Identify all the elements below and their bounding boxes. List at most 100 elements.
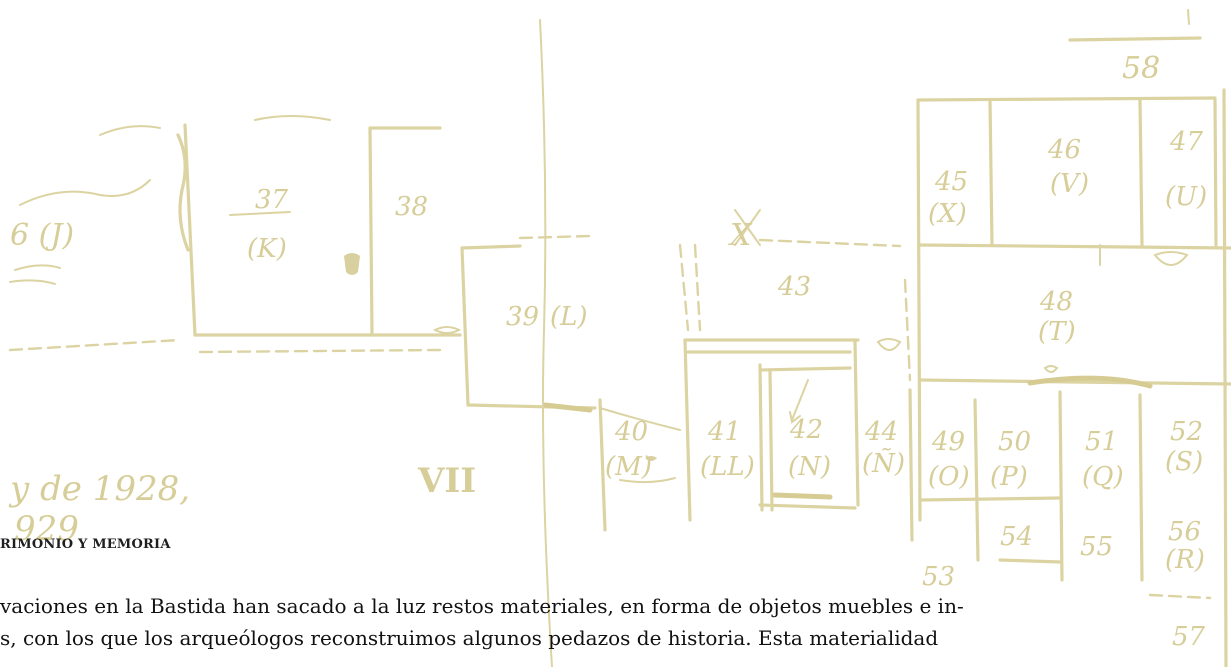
room-label: 51 bbox=[1085, 427, 1118, 457]
sketch-stroke bbox=[1068, 36, 1202, 42]
sketch-stroke bbox=[1138, 98, 1144, 247]
sketch-stroke bbox=[1222, 88, 1228, 667]
sketch-stroke bbox=[1148, 593, 1212, 600]
section-title: RIMONIO Y MEMORIA bbox=[0, 537, 171, 552]
room-label: (V) bbox=[1050, 169, 1089, 199]
sketch-stroke bbox=[758, 503, 857, 510]
room-label: 54 bbox=[1000, 522, 1033, 552]
sketch-stroke bbox=[758, 363, 764, 512]
sketch-stroke bbox=[1043, 365, 1059, 373]
sketch-stroke bbox=[768, 368, 774, 512]
sketch-stroke bbox=[9, 279, 56, 285]
sketch-stroke bbox=[1153, 251, 1189, 266]
room-label: 42 bbox=[789, 415, 823, 445]
room-label: (L) bbox=[550, 302, 588, 332]
room-label: 47 bbox=[1169, 127, 1204, 157]
room-label: 55 bbox=[1080, 532, 1113, 562]
sketch-stroke bbox=[918, 378, 1231, 386]
sketch-stroke bbox=[988, 98, 994, 247]
sketch-stroke bbox=[619, 477, 676, 484]
sketch-stroke bbox=[183, 123, 197, 337]
room-label: 56 bbox=[1168, 517, 1201, 547]
sketch-stroke bbox=[789, 411, 801, 424]
room-label: 37 bbox=[255, 185, 289, 215]
sketch-stroke bbox=[772, 492, 833, 500]
room-label: (K) bbox=[247, 234, 287, 264]
sketch-stroke bbox=[791, 379, 809, 421]
handwritten-date: y de 1928, bbox=[8, 469, 190, 509]
sketch-stroke bbox=[908, 388, 914, 542]
body-line: vaciones en la Bastida han sacado a la l… bbox=[0, 594, 964, 618]
sketch-stroke bbox=[918, 496, 1062, 502]
room-label: 40 bbox=[614, 417, 648, 447]
sketch-stroke bbox=[8, 338, 182, 352]
room-label: (X) bbox=[928, 199, 967, 229]
room-label: 41 bbox=[707, 417, 741, 447]
sketch-stroke bbox=[1058, 390, 1064, 582]
sketch-stroke bbox=[539, 19, 553, 667]
sketch-stroke bbox=[916, 98, 922, 522]
sketch-stroke bbox=[254, 115, 331, 121]
sketch-stroke bbox=[229, 211, 291, 216]
sketch-stroke bbox=[460, 244, 522, 250]
room-label: 43 bbox=[777, 272, 811, 302]
sketch-stroke bbox=[1213, 98, 1218, 247]
sketch-stroke bbox=[645, 456, 657, 461]
room-label: 48 bbox=[1039, 287, 1073, 317]
room-label: 6 (J) bbox=[10, 218, 74, 253]
sketch-stroke bbox=[598, 398, 607, 532]
handwritten-date-continued: 929 bbox=[14, 509, 79, 549]
sketch-stroke bbox=[758, 366, 852, 372]
sketch-stroke bbox=[432, 326, 462, 334]
sketch-stroke bbox=[918, 243, 1231, 250]
sketch-stroke bbox=[853, 340, 860, 507]
room-label: 45 bbox=[934, 167, 968, 197]
room-label: (S) bbox=[1165, 447, 1203, 477]
room-label: (N) bbox=[788, 452, 831, 482]
sketch-stroke bbox=[683, 338, 692, 522]
sketch-stroke bbox=[1138, 393, 1144, 582]
sketch-stroke bbox=[758, 238, 902, 248]
room-label: 44 bbox=[864, 417, 898, 447]
roman-numeral: VII bbox=[417, 461, 476, 501]
sketch-stroke bbox=[198, 348, 442, 354]
sketch-stroke bbox=[599, 407, 681, 431]
sketch-stroke bbox=[19, 179, 151, 206]
room-label: 52 bbox=[1170, 417, 1203, 447]
room-label: 38 bbox=[395, 192, 428, 222]
sketch-stroke bbox=[518, 234, 592, 240]
sketch-stroke bbox=[916, 96, 1217, 102]
room-label: 53 bbox=[922, 562, 955, 592]
room-label: X bbox=[728, 218, 753, 253]
room-label: (LL) bbox=[700, 452, 755, 482]
sketch-stroke bbox=[368, 126, 374, 337]
room-label: (P) bbox=[990, 462, 1028, 492]
room-label: 58 bbox=[1122, 51, 1160, 86]
room-label: (Ñ) bbox=[862, 447, 905, 479]
room-label: (U) bbox=[1165, 182, 1207, 212]
room-label: 50 bbox=[998, 427, 1031, 457]
sketch-stroke bbox=[903, 278, 912, 382]
sketch-stroke bbox=[678, 243, 690, 332]
room-label: (Q) bbox=[1082, 462, 1124, 492]
sketch-stroke bbox=[973, 398, 980, 562]
room-label: (M) bbox=[605, 452, 652, 482]
sketch-stroke bbox=[734, 209, 761, 246]
sketch-stroke bbox=[542, 402, 593, 413]
sketch-stroke bbox=[876, 338, 902, 351]
room-label: 49 bbox=[931, 427, 965, 457]
sketch-stroke bbox=[460, 246, 470, 407]
room-label: 46 bbox=[1047, 135, 1081, 165]
sketch-stroke bbox=[693, 243, 702, 332]
sketch-stroke bbox=[99, 125, 161, 136]
room-label: 39 bbox=[506, 302, 539, 332]
sketch-stroke bbox=[1187, 9, 1190, 25]
room-label: (O) bbox=[928, 462, 970, 492]
body-line: s, con los que los arqueólogos reconstru… bbox=[0, 626, 939, 650]
room-label: (R) bbox=[1165, 545, 1205, 575]
sketch-stroke bbox=[14, 264, 61, 271]
sketch-stroke bbox=[998, 558, 1062, 564]
sketch-stroke bbox=[1027, 375, 1153, 389]
room-label: (T) bbox=[1038, 317, 1076, 347]
